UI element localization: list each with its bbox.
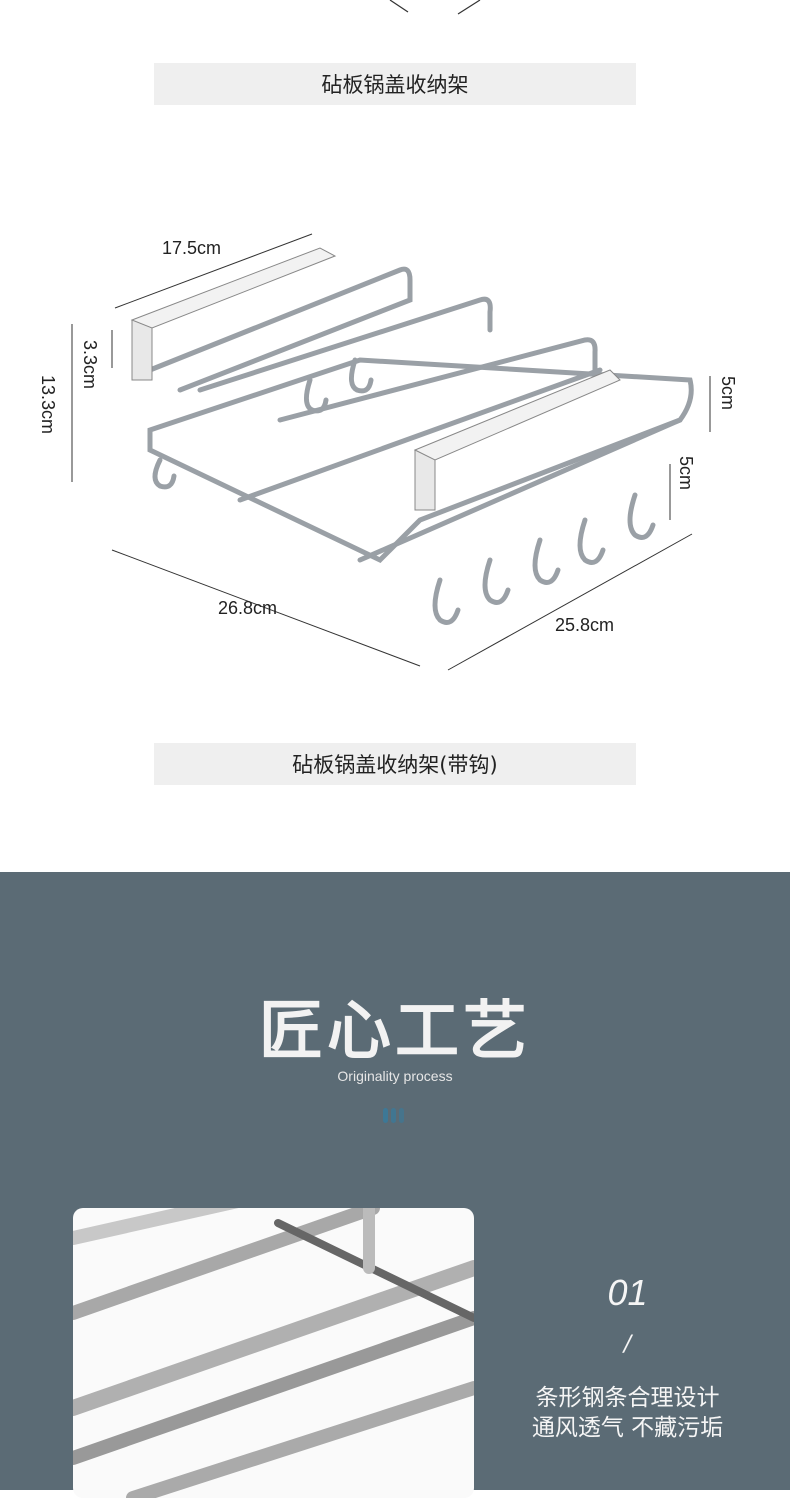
section-title: 匠心工艺 — [259, 995, 531, 1069]
divider-bars-icon — [383, 1108, 404, 1123]
dim-depth: 26.8cm — [218, 598, 278, 618]
feature-number: 01 — [607, 1272, 648, 1313]
dim-gap-top: 5cm — [718, 376, 738, 411]
feature-line2: 通风透气 不藏污垢 — [531, 1415, 724, 1441]
dim-hook: 5cm — [676, 456, 696, 491]
rack-with-hooks-diagram — [71, 233, 711, 671]
caption-rack: 砧板锅盖收纳架 — [154, 63, 636, 105]
detail-photo — [73, 1208, 474, 1498]
dim-length: 25.8cm — [555, 615, 615, 635]
feature-slash: / — [623, 1332, 632, 1357]
dim-height-total: 13.3cm — [38, 375, 58, 435]
dim-width-top: 17.5cm — [162, 238, 222, 258]
caption-rack-hooks: 砧板锅盖收纳架(带钩) — [154, 743, 636, 785]
dim-height-small: 3.3cm — [80, 340, 100, 390]
section-subtitle: Originality process — [337, 1068, 453, 1084]
feature-line1: 条形钢条合理设计 — [535, 1385, 720, 1411]
arrow-decoration — [389, 0, 481, 15]
